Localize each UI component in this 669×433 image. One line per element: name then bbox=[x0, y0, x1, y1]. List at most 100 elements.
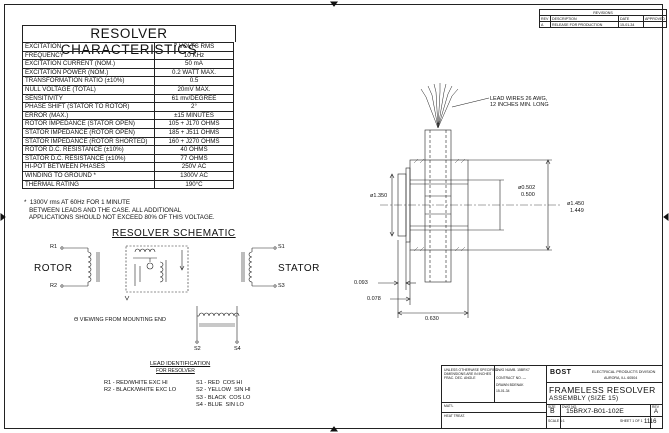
characteristic-label: NULL VOLTAGE (TOTAL) bbox=[22, 84, 155, 95]
characteristic-value: 0.5 bbox=[154, 76, 234, 86]
characteristic-value: 2° bbox=[154, 102, 234, 112]
characteristic-value: 160 + J270 OHMS bbox=[154, 136, 234, 147]
company-division: ELECTRICAL PRODUCTS DIVISION bbox=[592, 370, 656, 374]
characteristic-label: SENSITIVITY bbox=[22, 93, 155, 104]
characteristic-label: ROTOR D.C. RESISTANCE (±10%) bbox=[22, 145, 155, 155]
r2-label: R2 bbox=[50, 283, 58, 289]
viewing-note: Θ VIEWING FROM MOUNTING END bbox=[74, 317, 166, 323]
characteristic-row: ERROR (MAX.)±15 MINUTES bbox=[22, 110, 234, 121]
drawing-title-2: ASSEMBLY (SIZE 15) bbox=[549, 395, 619, 402]
drawing-title-1: FRAMELESS RESOLVER bbox=[549, 385, 656, 395]
drawn-by: DRAWN BDENAK bbox=[496, 383, 524, 387]
characteristic-row: EXCITATION POWER (NOM.)0.2 WATT MAX. bbox=[22, 67, 234, 78]
lead-wire-note-1: LEAD WIRES 26 AWG, bbox=[490, 96, 548, 102]
dim-dia-0502: ø0.502 bbox=[518, 185, 536, 191]
characteristic-value: 20mV MAX. bbox=[154, 84, 234, 95]
characteristics-title: RESOLVER CHARACTERISTICS bbox=[22, 25, 236, 57]
characteristic-row: STATOR IMPEDANCE (ROTOR SHORTED)160 + J2… bbox=[22, 136, 234, 147]
schematic-graphic bbox=[60, 245, 277, 344]
characteristic-row: WINDING TO GROUND *1300V AC bbox=[22, 170, 234, 181]
characteristic-label: STATOR D.C. RESISTANCE (±10%) bbox=[22, 153, 155, 164]
rotor-label: ROTOR bbox=[34, 263, 73, 274]
bottom-center-mark bbox=[330, 426, 338, 432]
lead-identification-subtitle: FOR RESOLVER bbox=[156, 368, 195, 374]
characteristic-label: HI-POT BETWEEN PHASES bbox=[22, 162, 155, 172]
characteristic-label: STATOR IMPEDANCE (ROTOR OPEN) bbox=[22, 127, 155, 138]
lead-rotor-list: R1 - RED/WHITE EXC HI R2 - BLACK/WHITE E… bbox=[104, 380, 177, 394]
stator-label: STATOR bbox=[278, 263, 320, 274]
voltage-note: * 1300V rms AT 60Hz FOR 1 MINUTE BETWEEN… bbox=[24, 199, 215, 222]
drawing-number: 15BRX7-B01-102E bbox=[566, 408, 624, 415]
rev-row-description: RELEASE FOR PRODUCTION bbox=[550, 21, 619, 28]
left-center-mark bbox=[0, 213, 6, 221]
characteristic-value: 0.2 WATT MAX. bbox=[154, 67, 234, 78]
dim-0630: 0.630 bbox=[425, 316, 439, 322]
characteristic-value: 185 + J511 OHMS bbox=[154, 127, 234, 138]
characteristic-label: EXCITATION POWER (NOM.) bbox=[22, 67, 155, 78]
rev-row-rev: A bbox=[539, 21, 551, 28]
lead-wire-note-2: 12 INCHES MIN. LONG bbox=[490, 102, 549, 108]
title-block: UNLESS OTHERWISE SPECIFIED DIMENSIONS AR… bbox=[441, 365, 663, 429]
characteristic-row: PHASE SHIFT (STATOR TO ROTOR)2° bbox=[22, 102, 234, 112]
characteristic-row: STATOR D.C. RESISTANCE (±10%)77 OHMS bbox=[22, 153, 234, 164]
characteristic-label: FREQUENCY bbox=[22, 50, 155, 61]
schematic-title: RESOLVER SCHEMATIC bbox=[112, 228, 236, 239]
characteristic-value: 105 + J170 OHMS bbox=[154, 119, 234, 129]
dim-0078: 0.078 bbox=[367, 296, 381, 302]
characteristic-label: ERROR (MAX.) bbox=[22, 110, 155, 121]
characteristic-label: WINDING TO GROUND * bbox=[22, 170, 155, 181]
characteristic-value: 10 KHz bbox=[154, 50, 234, 61]
rev-row-approved bbox=[643, 21, 667, 28]
characteristic-value: 190°C bbox=[154, 179, 234, 190]
drawing-rev: A bbox=[654, 409, 659, 415]
characteristic-row: ROTOR D.C. RESISTANCE (±10%)40 OHMS bbox=[22, 145, 234, 155]
page-number: 1116 bbox=[644, 419, 657, 425]
characteristic-value: 40 OHMS bbox=[154, 145, 234, 155]
dim-dia-1450: ø1.450 bbox=[567, 201, 585, 207]
rev-row-date: 15-01-34 bbox=[618, 21, 644, 28]
characteristic-row: EXCITATION CURRENT (NOM.)50 mA bbox=[22, 59, 234, 69]
characteristic-row: NULL VOLTAGE (TOTAL)20mV MAX. bbox=[22, 84, 234, 95]
company-address: AURORA, ILL 60504 bbox=[604, 376, 638, 380]
dim-dia-1350: ø1.350 bbox=[370, 193, 388, 199]
dim-0500: 0.500 bbox=[521, 192, 535, 198]
characteristic-value: ±15 MINUTES bbox=[154, 110, 234, 121]
characteristic-value: 61 mv/DEGREE bbox=[154, 93, 234, 104]
s3-label: S3 bbox=[278, 283, 285, 289]
part-no-label: DWG NUMB. 15BRX7 bbox=[496, 368, 530, 372]
revision-table: REVISIONS REV DESCRIPTION DATE APPROVED … bbox=[539, 9, 667, 28]
top-center-mark bbox=[330, 1, 338, 7]
characteristic-row: STATOR IMPEDANCE (ROTOR OPEN)185 + J511 … bbox=[22, 127, 234, 138]
company-logo: BOST bbox=[550, 369, 572, 376]
r1-label: R1 bbox=[50, 244, 58, 250]
lead-stator-list: S1 - RED COS HI S2 - YELLOW SIN HI S3 - … bbox=[196, 380, 251, 409]
characteristic-value: 50 mA bbox=[154, 59, 234, 69]
characteristic-label: STATOR IMPEDANCE (ROTOR SHORTED) bbox=[22, 136, 155, 147]
characteristic-value: 77 OHMS bbox=[154, 153, 234, 164]
right-center-mark bbox=[663, 213, 669, 221]
characteristic-value: 7 VOLTS RMS bbox=[154, 42, 234, 52]
characteristic-label: PHASE SHIFT (STATOR TO ROTOR) bbox=[22, 102, 155, 112]
lead-identification-title: LEAD IDENTIFICATION bbox=[150, 361, 211, 367]
characteristic-label: TRANSFORMATION RATIO (±10%) bbox=[22, 76, 155, 86]
characteristic-row: ROTOR IMPEDANCE (STATOR OPEN)105 + J170 … bbox=[22, 119, 234, 129]
characteristic-value: 1300V AC bbox=[154, 170, 234, 181]
s2-label: S2 bbox=[194, 346, 201, 352]
characteristic-row: TRANSFORMATION RATIO (±10%)0.5 bbox=[22, 76, 234, 86]
drawn-date: 15-01-34 bbox=[496, 389, 510, 393]
characteristic-label: ROTOR IMPEDANCE (STATOR OPEN) bbox=[22, 119, 155, 129]
characteristic-value: 250V AC bbox=[154, 162, 234, 172]
sheet-size: B bbox=[550, 408, 555, 415]
s1-label: S1 bbox=[278, 244, 285, 250]
dim-1449: 1.449 bbox=[570, 208, 584, 214]
s4-label: S4 bbox=[234, 346, 241, 352]
characteristic-label: THERMAL RATING bbox=[22, 179, 155, 190]
assembly-drawing bbox=[378, 83, 560, 318]
